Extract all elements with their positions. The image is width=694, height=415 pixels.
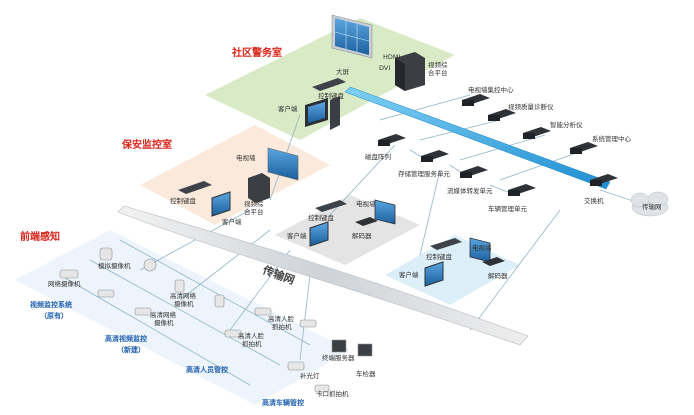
label-security-client: 客户端 bbox=[222, 217, 242, 226]
label-video-quality: 视频质量诊断仪 bbox=[508, 102, 554, 111]
label-cloud-net: 传输网 bbox=[642, 202, 662, 211]
label-police-client: 客户端 bbox=[278, 104, 298, 113]
cloud-icon bbox=[630, 191, 669, 217]
label-video-platform-1: 视频综 bbox=[428, 60, 448, 69]
security-keyboard bbox=[178, 181, 212, 194]
label-storage-unit: 存储管理服务单元 bbox=[398, 169, 451, 178]
label-police-keyboard: 控制键盘 bbox=[318, 91, 345, 100]
label-vehicle-detector: 车检器 bbox=[356, 369, 376, 378]
label-big-screen: 大屏 bbox=[336, 67, 350, 76]
section-security-control: 保安监控室 bbox=[121, 138, 172, 151]
label-person-control: 高清人员管控 bbox=[186, 365, 228, 374]
gray-client-panel bbox=[275, 195, 420, 265]
label-vehicle-control: 高清车辆管控 bbox=[262, 398, 304, 407]
label-bayonet-camera: 卡口抓拍机 bbox=[316, 389, 349, 398]
label-fill-light: 补光灯 bbox=[300, 371, 320, 380]
label-system-original-1: 视频监控系统 bbox=[30, 300, 72, 309]
label-blue-client: 客户端 bbox=[399, 270, 419, 279]
section-community-police: 社区警务室 bbox=[231, 46, 282, 59]
label-video-platform-2: 合平台 bbox=[428, 68, 448, 77]
label-hd-camera-b-2: 摄像机 bbox=[154, 318, 174, 327]
label-security-keyboard: 控制键盘 bbox=[170, 196, 197, 205]
label-hd-video-2: （新建） bbox=[117, 345, 145, 354]
label-security-platform-1: 视频综 bbox=[244, 199, 264, 208]
label-vehicle-unit: 车辆管理单元 bbox=[488, 204, 528, 213]
label-security-tv-wall: 电视墙 bbox=[236, 153, 256, 162]
big-screen bbox=[331, 14, 373, 59]
label-system-center: 系统管理中心 bbox=[592, 134, 632, 143]
label-hd-video-1: 高清视频监控 bbox=[105, 334, 147, 343]
label-gray-client: 客户端 bbox=[287, 231, 307, 240]
core-device-row bbox=[378, 94, 618, 196]
label-terminal-server: 终端服务器 bbox=[322, 353, 355, 362]
label-gray-tv-wall: 电视墙 bbox=[356, 199, 376, 208]
security-tv-wall bbox=[267, 147, 299, 181]
fiber-backbone bbox=[344, 86, 611, 190]
police-client-pc bbox=[305, 96, 340, 130]
label-hd-camera-1: 高清网络 bbox=[170, 291, 197, 300]
label-system-original-2: （原有） bbox=[40, 311, 68, 320]
frontend-devices bbox=[59, 247, 373, 393]
security-room-platform bbox=[140, 125, 330, 225]
label-hd-camera-2: 摄像机 bbox=[174, 299, 194, 308]
label-hd-camera-b-1: 高清网络 bbox=[150, 310, 177, 319]
police-control-keyboard bbox=[312, 78, 346, 91]
police-room-platform bbox=[205, 18, 455, 140]
label-hdmi: HDMI bbox=[383, 53, 401, 61]
frontend-platform bbox=[15, 230, 350, 405]
label-face-2: 抓拍机 bbox=[272, 322, 292, 331]
label-dvi: DVI bbox=[379, 64, 390, 72]
label-blue-decoder: 解码器 bbox=[488, 271, 508, 280]
label-gray-keyboard: 控制键盘 bbox=[308, 213, 335, 222]
label-tv-wall-center: 电视墙集控中心 bbox=[468, 85, 514, 94]
label-smart-analyzer: 智能分析仪 bbox=[550, 120, 583, 129]
gray-panel-devices bbox=[309, 199, 396, 247]
security-platform-server bbox=[248, 173, 270, 203]
label-face-b-1: 高清人脸 bbox=[238, 331, 265, 340]
label-security-platform-2: 合平台 bbox=[244, 207, 264, 216]
video-platform-server bbox=[395, 52, 425, 91]
label-face-1: 高清人脸 bbox=[268, 314, 295, 323]
label-gray-decoder: 解码器 bbox=[352, 231, 372, 240]
label-network-camera: 网络摄像机 bbox=[48, 279, 81, 288]
label-disk-array: 磁盘阵列 bbox=[365, 152, 391, 161]
label-switch: 交换机 bbox=[584, 196, 604, 205]
section-frontend: 前端感知 bbox=[20, 230, 60, 243]
label-blue-tv-wall: 电视墙 bbox=[472, 243, 492, 252]
transport-network-band bbox=[117, 205, 529, 346]
label-analog-camera: 模拟摄像机 bbox=[98, 261, 131, 270]
security-client-pc bbox=[211, 191, 231, 217]
label-blue-keyboard: 控制键盘 bbox=[426, 252, 453, 261]
label-stream-unit: 流媒体转发单元 bbox=[447, 186, 493, 195]
blue-panel-devices bbox=[424, 237, 505, 287]
label-face-b-2: 抓拍机 bbox=[242, 339, 262, 348]
